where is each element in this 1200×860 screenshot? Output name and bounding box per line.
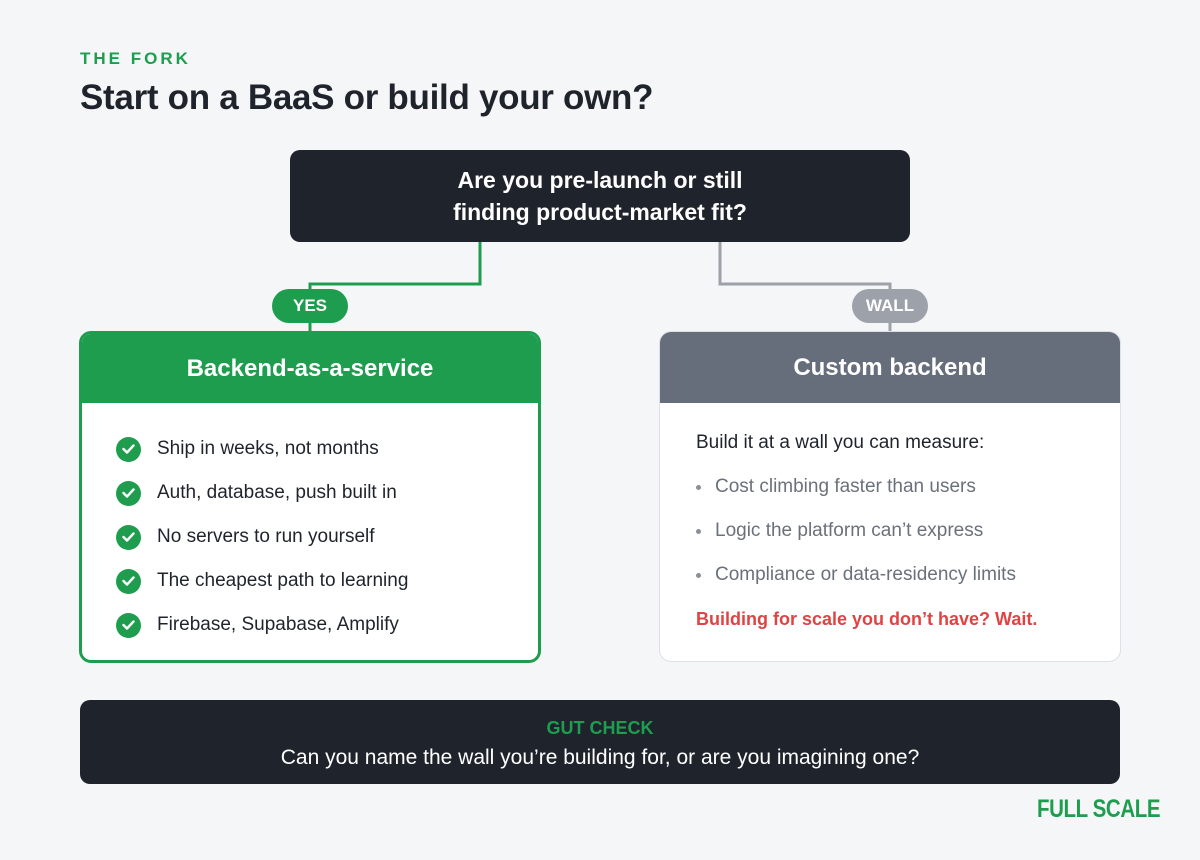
list-item-text: Auth, database, push built in [157, 482, 397, 503]
check-icon [116, 568, 141, 594]
custom-backend-card: Custom backend Build it at a wall you ca… [659, 331, 1121, 662]
check-icon [116, 612, 141, 638]
list-item-text: No servers to run yourself [157, 526, 375, 547]
gut-check-banner: GUT CHECK Can you name the wall you’re b… [80, 700, 1120, 784]
bullet-icon [696, 528, 701, 534]
baas-benefits-list: Ship in weeks, not months Auth, database… [82, 403, 538, 647]
wall-branch-pill: WALL [852, 289, 928, 323]
check-icon [116, 436, 141, 462]
list-item: Firebase, Supabase, Amplify [116, 603, 538, 647]
page-title: Start on a BaaS or build your own? [80, 78, 654, 117]
list-item: Compliance or data-residency limits [696, 553, 1120, 597]
list-item: No servers to run yourself [116, 515, 538, 559]
list-item: Cost climbing faster than users [696, 465, 1120, 509]
check-icon [116, 480, 141, 506]
bullet-icon [696, 484, 701, 490]
warning-text: Building for scale you don’t have? Wait. [696, 608, 1038, 629]
question-line-1: Are you pre-launch or still [457, 167, 743, 193]
gut-check-text: Can you name the wall you’re building fo… [280, 746, 920, 769]
brand-logo: FULL SCALE [1036, 795, 1160, 823]
list-item-text: Ship in weeks, not months [157, 438, 379, 459]
eyebrow-label: THE FORK [80, 49, 191, 68]
decision-question-box: Are you pre-launch or still finding prod… [290, 150, 910, 242]
question-line-2: finding product-market fit? [453, 199, 747, 225]
baas-card-title: Backend-as-a-service [82, 334, 538, 403]
custom-backend-intro: Build it at a wall you can measure: [696, 432, 985, 453]
list-item: Auth, database, push built in [116, 471, 538, 515]
gut-check-label: GUT CHECK [546, 718, 654, 738]
bullet-icon [696, 572, 701, 578]
list-item-text: Firebase, Supabase, Amplify [157, 614, 399, 635]
custom-backend-card-title: Custom backend [660, 332, 1120, 403]
yes-branch-pill: YES [272, 289, 348, 323]
list-item: The cheapest path to learning [116, 559, 538, 603]
list-item-text: Cost climbing faster than users [715, 476, 976, 497]
list-item: Ship in weeks, not months [116, 427, 538, 471]
check-icon [116, 524, 141, 550]
list-item-text: Compliance or data-residency limits [715, 564, 1016, 585]
wall-criteria-list: Cost climbing faster than users Logic th… [696, 465, 1120, 597]
list-item: Logic the platform can’t express [696, 509, 1120, 553]
list-item-text: Logic the platform can’t express [715, 520, 984, 541]
baas-card: Backend-as-a-service Ship in weeks, not … [79, 331, 541, 663]
list-item-text: The cheapest path to learning [157, 570, 409, 591]
